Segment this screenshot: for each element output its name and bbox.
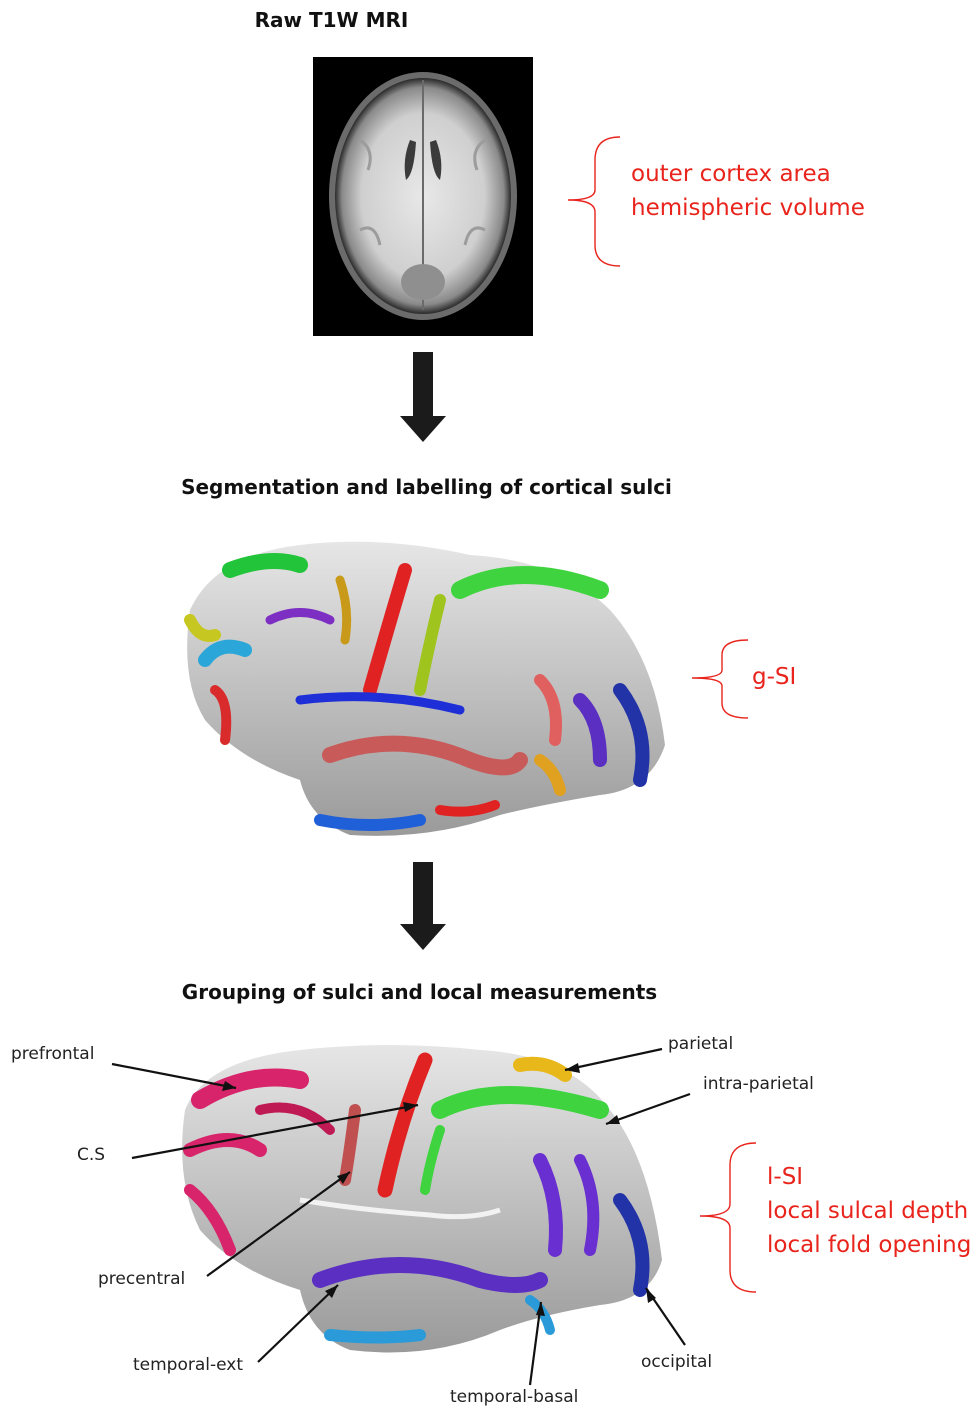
mri-image [313,57,533,336]
brace-global [568,137,620,266]
down-arrow-1 [400,352,446,442]
brace-gsi [692,640,748,718]
down-arrow-2 [400,862,446,950]
brain-segmentation [187,542,665,836]
brace-local [700,1143,756,1292]
brain-grouping [182,1045,662,1353]
